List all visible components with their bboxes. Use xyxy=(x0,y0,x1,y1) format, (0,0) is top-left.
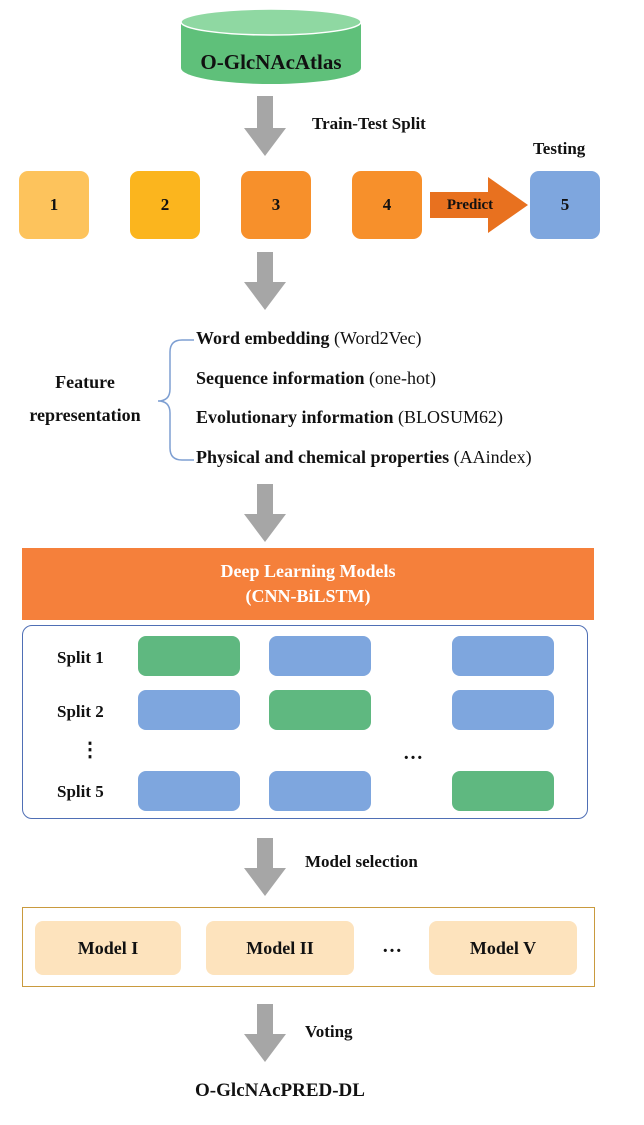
down-arrow-icon xyxy=(244,1004,286,1062)
down-arrow-icon xyxy=(244,838,286,896)
fold-5-test: 5 xyxy=(530,171,600,239)
feature-title-line1: Feature xyxy=(55,372,115,392)
testing-label: Testing xyxy=(533,139,586,158)
fold-4: 4 xyxy=(352,171,422,239)
dataset-cylinder: O-GlcNAcAtlas xyxy=(178,6,364,88)
fold-2: 2 xyxy=(130,171,200,239)
cv-block-train xyxy=(138,771,240,811)
split-label: Split 5 xyxy=(57,782,104,801)
feature-brace-icon xyxy=(157,339,194,461)
model-block: Model I xyxy=(35,921,181,975)
split-label: Split 2 xyxy=(57,702,104,721)
vertical-ellipsis: ⋮ xyxy=(80,739,101,761)
feature-name: Evolutionary information xyxy=(196,407,394,427)
cv-block-validation xyxy=(452,771,554,811)
deep-learning-title: Deep Learning Models xyxy=(220,561,396,581)
feature-item: Evolutionary information (BLOSUM62) xyxy=(196,407,503,428)
model-selection-label: Model selection xyxy=(305,852,418,871)
cv-block-train xyxy=(452,636,554,676)
deep-learning-models-bar: Deep Learning Models (CNN-BiLSTM) xyxy=(22,548,594,620)
model-block: Model II xyxy=(206,921,354,975)
feature-item: Sequence information (one-hot) xyxy=(196,368,436,389)
fold-1: 1 xyxy=(19,171,89,239)
feature-name: Word embedding xyxy=(196,328,330,348)
cv-block-validation xyxy=(269,690,371,730)
voting-label: Voting xyxy=(305,1022,353,1041)
cv-block-validation xyxy=(138,636,240,676)
deep-learning-subtitle: (CNN-BiLSTM) xyxy=(245,586,371,606)
cv-block-train xyxy=(269,771,371,811)
dataset-label: O-GlcNAcAtlas xyxy=(200,50,342,74)
fold-3: 3 xyxy=(241,171,311,239)
model-block: Model V xyxy=(429,921,577,975)
down-arrow-icon xyxy=(244,252,286,310)
model-selection-box xyxy=(22,907,595,987)
feature-name: Sequence information xyxy=(196,368,365,388)
feature-name: Physical and chemical properties xyxy=(196,447,450,467)
predict-label: Predict xyxy=(446,196,494,213)
models-ellipsis: … xyxy=(382,935,403,957)
feature-method: (Word2Vec) xyxy=(334,328,422,348)
feature-method: (BLOSUM62) xyxy=(398,407,504,427)
train-test-split-label: Train-Test Split xyxy=(312,114,426,133)
cv-block-train xyxy=(269,636,371,676)
feature-method: (AAindex) xyxy=(453,447,532,467)
predict-arrow-icon xyxy=(430,177,528,233)
database-icon xyxy=(180,8,362,84)
horizontal-ellipsis: … xyxy=(403,742,424,764)
feature-representation-title: Feature representation xyxy=(18,366,152,432)
down-arrow-icon xyxy=(244,96,286,156)
feature-item: Word embedding (Word2Vec) xyxy=(196,328,422,349)
feature-title-line2: representation xyxy=(29,405,141,425)
cv-block-train xyxy=(452,690,554,730)
feature-method: (one-hot) xyxy=(369,368,436,388)
down-arrow-icon xyxy=(244,484,286,542)
split-label: Split 1 xyxy=(57,648,104,667)
cross-validation-box xyxy=(22,625,588,819)
feature-item: Physical and chemical properties (AAinde… xyxy=(196,447,532,468)
output-label: O-GlcNAcPRED-DL xyxy=(195,1080,365,1101)
cv-block-train xyxy=(138,690,240,730)
